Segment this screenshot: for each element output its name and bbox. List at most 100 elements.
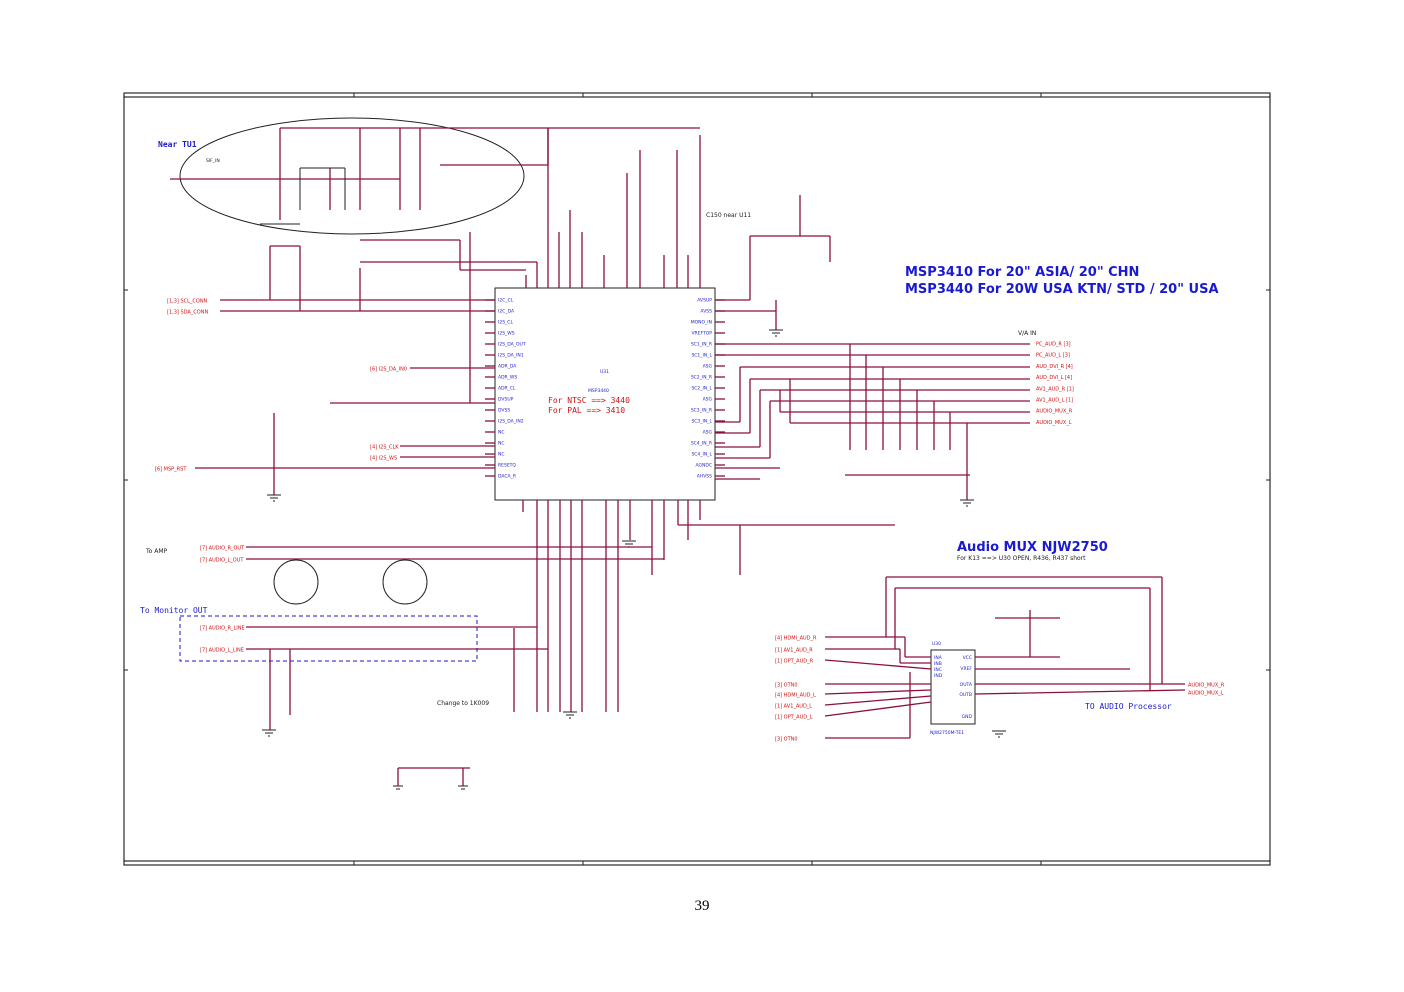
sif-in-label: SIF_IN [206,158,220,164]
msp-pin-label: ASG [703,430,713,436]
msp-pin-label: ADR_DA [498,364,517,370]
mux-input-net-label: [3] OTN0 [775,737,798,743]
c150-note: C150 near U11 [706,212,751,219]
msp-pin-label: MONO_IN [691,320,712,326]
left-net-wires [195,232,664,730]
msp-chip [494,287,716,501]
mux-chip [930,649,976,725]
msp-pin-label: I2C_CL [498,298,514,304]
msp-pin-label: NC [498,430,505,436]
msp-bottom-pins [513,500,895,712]
msp-pin-label: ASG [703,397,713,403]
mux-chip-part: NJW2750M-TE1 [930,730,964,736]
msp-pin-label: I2C_DA [498,309,515,315]
right-net-label: AUDIO_MUX_L [1036,420,1072,426]
msp-pin-label: SC1_IN_R [691,342,712,348]
msp-pin-label: RESETQ [498,463,516,469]
msp-pin-label: AVSS [700,309,712,315]
msp-pin-label: NC [498,452,505,458]
ground-symbols [262,329,1006,790]
msp-pin-label: AGNDC [696,463,712,469]
ntsc-note: For NTSC ==> 3440 [548,396,630,405]
msp-right-pins: AVSUP AVSS MONO_IN VREFTOP SC1_IN_R SC1_IN_L A… [691,298,725,480]
near-tu-region [179,117,525,235]
audio-mux-note: For K13 ==> U30 OPEN, R436, R437 short [957,555,1086,562]
msp-pin-label: SC4_IN_L [691,452,712,458]
amp-coupling-right [382,559,428,605]
right-net-label: AUD_DVI_L [4] [1036,375,1072,381]
right-net-wires [715,195,1030,500]
right-net-label: AUD_DVI_R [4] [1036,364,1073,370]
left-net-label: [6] I2S_DA_IN0 [370,367,407,373]
left-net-labels: [1,3] SCL_CONN [1,3] SDA_CONN [6] I2S_DA_I… [155,299,407,654]
mux-pin-label: VREF [960,666,972,672]
mux-pin-label: INC [934,667,942,673]
monitor-out-region [179,615,478,662]
left-net-label: [7] AUDIO_L_LINE [200,648,244,654]
msp-pin-label: DVSUP [498,397,514,403]
mux-chip-ref: U30 [932,641,941,647]
right-net-label: PC_AUD_L [3] [1036,353,1070,359]
left-net-label: [7] AUDIO_R_OUT [200,546,245,552]
msp-pin-label: SC3_IN_L [691,419,712,425]
msp-variant-title-1: MSP3410 For 20" ASIA/ 20" CHN [905,265,1139,280]
msp-pin-label: DACA_R [498,474,516,480]
left-net-label: [4] I2S_CLK [370,445,399,451]
msp-pin-label: ADR_WS [498,375,517,381]
right-net-labels: PC_AUD_R [3]PC_AUD_L [3]AUD_DVI_R [4]AUD… [1036,342,1074,426]
to-audio-processor-label: TO AUDIO Processor [1085,702,1172,711]
mux-input-net-label: [1] OPT_AUD_R [775,659,814,665]
msp-pin-label: SC4_IN_R [691,441,712,447]
mux-input-net-label: [1] AV1_AUD_L [775,704,812,710]
mux-pin-label: INB [934,661,942,667]
right-net-label: AUDIO_MUX_R [1036,409,1073,415]
msp-pin-label: SC2_IN_R [691,375,712,381]
msp-top-pins [525,127,701,288]
msp-pin-label: I2S_WS [498,331,515,337]
msp-pin-label: AHVSS [697,474,712,480]
va-in-label: V/A IN [1018,330,1036,337]
msp-pin-label: DVSS [498,408,510,414]
left-net-label: [7] AUDIO_L_OUT [200,558,244,564]
msp-pin-label: SC1_IN_L [691,353,712,359]
to-monitor-out-label: To Monitor OUT [140,606,208,615]
mux-pin-label: OUTB [959,692,972,698]
msp-pin-label: ADR_CL [498,386,516,392]
msp-pin-label: I2S_DA_IN1 [498,353,524,359]
change-note: Change to 1K009 [437,700,489,707]
msp-pin-label: NC [498,441,505,447]
near-tu-label: Near TU1 [158,140,197,149]
left-net-label: [4] I2S_WS [370,456,397,462]
amp-coupling-left [273,559,319,605]
mux-output-net-label: AUDIO_MUX_L [1188,691,1224,697]
mux-input-net-label: [1] OPT_AUD_L [775,715,813,721]
page-number: 39 [695,898,710,914]
left-net-label: [1,3] SCL_CONN [167,299,208,305]
mux-pin-label: INA [934,655,943,661]
mux-input-net-label: [4] HDMI_AUD_R [775,636,817,642]
mux-pin-label: IND [934,673,943,679]
mux-input-net-label: [3] OTN0 [775,683,798,689]
mux-input-net-label: [1] AV1_AUD_R [775,648,813,654]
msp-pin-label: SC2_IN_L [691,386,712,392]
left-net-label: [1,3] SDA_CONN [167,310,208,316]
pal-note: For PAL ==> 3410 [548,406,625,415]
frame-ticks [124,93,1270,865]
msp-pin-label: AVSUP [697,298,712,304]
mux-net-labels: [4] HDMI_AUD_R [1] AV1_AUD_R [1] OPT_AUD_R… [775,636,1225,743]
mux-output-net-label: AUDIO_MUX_R [1188,683,1225,689]
msp-pin-label: SC3_IN_R [691,408,712,414]
left-net-label: [6] MSP_RST [155,467,187,473]
mux-wires [824,576,1186,739]
audio-mux-title: Audio MUX NJW2750 [957,540,1108,555]
msp-left-pins: I2C_CLI2C_DAI2S_CLI2S_WSI2S_DA_OUTI2S_DA… [485,298,526,480]
msp-pin-label: VREFTOP [691,331,712,337]
inductor-l17 [397,767,470,786]
msp-pin-label: I2S_CL [498,320,513,326]
right-net-label: AV1_AUD_L [1] [1036,398,1073,404]
msp-chip-part: MSP3440 [588,388,609,394]
msp-chip-ref: U31 [600,369,609,375]
msp-pin-label: ASG [703,364,713,370]
